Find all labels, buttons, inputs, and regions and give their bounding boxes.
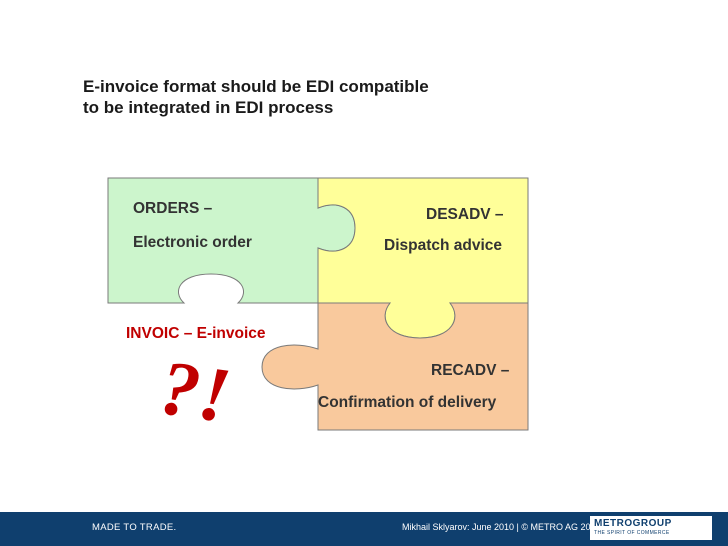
footer-slogan: MADE TO TRADE.	[92, 522, 177, 533]
desadv-subtitle: Dispatch advice	[384, 237, 503, 254]
recadv-piece	[261, 302, 529, 431]
footer-bar: MADE TO TRADE. Mikhail Sklyarov: June 20…	[0, 512, 728, 546]
footer-credit: Mikhail Sklyarov: June 2010 | © METRO AG…	[402, 522, 601, 532]
orders-subtitle: Electronic order	[133, 234, 252, 251]
metro-group-logo: METROGROUP THE SPIRIT OF COMMERCE	[590, 516, 712, 540]
desadv-title: DESADV –	[426, 206, 504, 223]
slide-title: E-invoice format should be EDI compatibl…	[83, 76, 429, 118]
logo-tagline: THE SPIRIT OF COMMERCE	[594, 530, 670, 536]
recadv-subtitle: Confirmation of delivery	[318, 394, 497, 411]
slide-title-line2: to be integrated in EDI process	[83, 98, 334, 117]
question-exclamation-mark: ?!	[155, 343, 236, 439]
recadv-title: RECADV –	[431, 362, 510, 379]
invoic-label: INVOIC – E-invoice	[126, 325, 266, 342]
missing-piece-mark: ?!	[155, 343, 236, 439]
slide-title-line1: E-invoice format should be EDI compatibl…	[83, 77, 429, 96]
orders-title: ORDERS –	[133, 200, 213, 217]
logo-wordmark: METROGROUP	[594, 518, 672, 529]
